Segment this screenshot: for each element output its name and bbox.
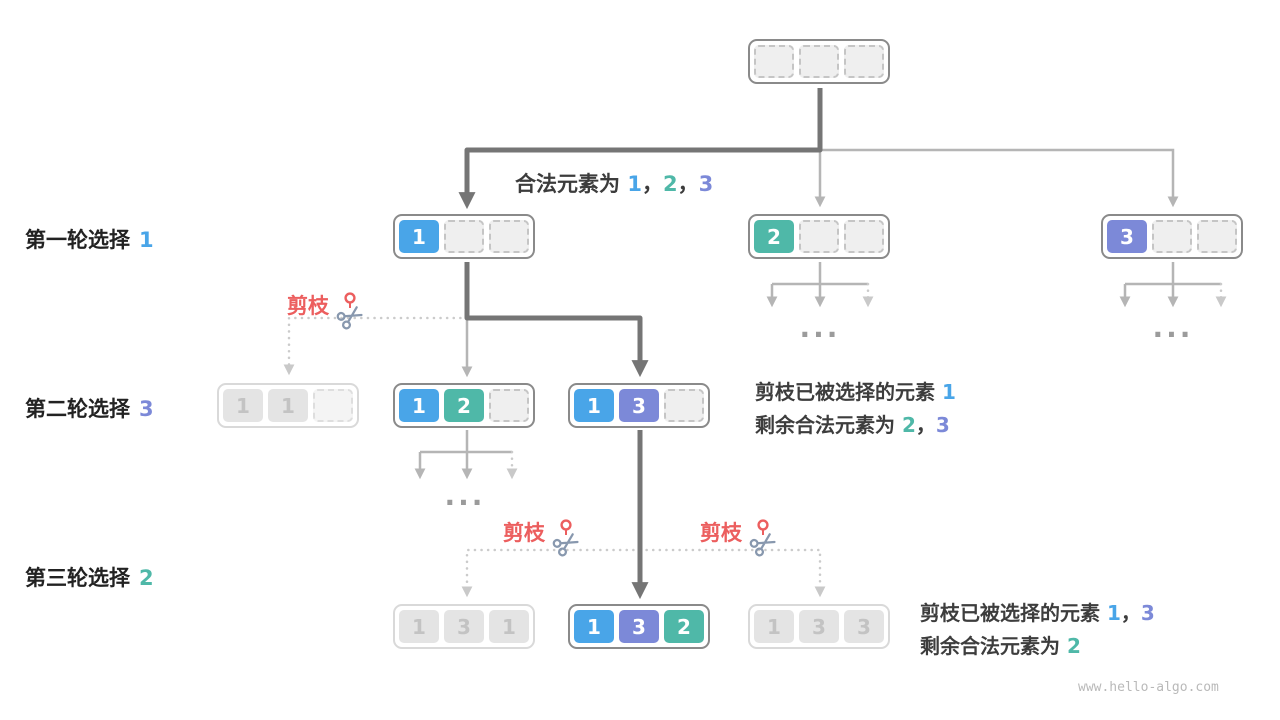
prune-callout-round3-right: 剪枝 <box>700 517 796 563</box>
prune-callout-round3-left: 剪枝 <box>503 517 599 563</box>
watermark: www.hello-algo.com <box>1078 680 1219 695</box>
node-3: 3 <box>1101 214 1243 259</box>
node-1-1-pruned: 1 1 <box>217 383 359 428</box>
pin-icon <box>344 292 356 308</box>
slot-value: 1 <box>399 220 439 253</box>
note-text: 剩余合法元素为 <box>920 634 1060 658</box>
node-1: 1 <box>393 214 535 259</box>
note-comma: ， <box>915 413 936 437</box>
slot-empty <box>844 45 884 78</box>
pin-icon <box>560 519 572 535</box>
slot-value: 3 <box>619 610 659 643</box>
note-comma: ， <box>1120 601 1141 625</box>
slot-empty <box>754 45 794 78</box>
round1-label-text: 第一轮选择 <box>25 228 130 252</box>
slot-empty <box>664 389 704 422</box>
round2-label-value: 3 <box>139 397 154 421</box>
prune-callout-round2: 剪枝 <box>287 290 383 336</box>
slot-empty <box>799 45 839 78</box>
prune-label: 剪枝 <box>503 521 545 545</box>
note-num: 1 <box>941 380 956 404</box>
ellipsis-under-node12: ... <box>444 479 486 512</box>
note-text: 剪枝已被选择的元素 <box>755 380 935 404</box>
slot-empty <box>313 389 353 422</box>
slot-empty <box>489 220 529 253</box>
slot-value: 2 <box>754 220 794 253</box>
slot-empty <box>444 220 484 253</box>
slot-value: 3 <box>619 389 659 422</box>
node-1-3: 1 3 <box>568 383 710 428</box>
slot-empty <box>1197 220 1237 253</box>
note-text: 剩余合法元素为 <box>755 413 895 437</box>
slot-value-pruned: 1 <box>399 610 439 643</box>
scissors-icon <box>749 533 776 557</box>
slot-value-pruned: 1 <box>268 389 308 422</box>
slot-empty <box>489 389 529 422</box>
pin-icon <box>757 519 769 535</box>
node-1-3-2: 1 3 2 <box>568 604 710 649</box>
ellipsis-under-node3: ... <box>1152 311 1194 344</box>
note-num: 2 <box>901 413 916 437</box>
prune-label: 剪枝 <box>287 294 329 318</box>
slot-value-pruned: 3 <box>444 610 484 643</box>
slot-empty <box>844 220 884 253</box>
scissors-icon <box>552 533 579 557</box>
prune-label: 剪枝 <box>700 521 742 545</box>
slot-value: 2 <box>444 389 484 422</box>
note-num: 3 <box>1140 601 1155 625</box>
node-2: 2 <box>748 214 890 259</box>
slot-value: 3 <box>1107 220 1147 253</box>
round3-label: 第三轮选择 2 <box>25 562 154 592</box>
slot-value-pruned: 1 <box>754 610 794 643</box>
node-1-3-1-pruned: 1 3 1 <box>393 604 535 649</box>
legend-num-2: 2 <box>662 172 678 196</box>
note-round2-line2: 剩余合法元素为 2，3 <box>755 409 950 438</box>
note-text: 剪枝已被选择的元素 <box>920 601 1100 625</box>
slot-value-pruned: 3 <box>799 610 839 643</box>
slot-empty <box>799 220 839 253</box>
legend-num-1: 1 <box>627 172 642 196</box>
scissors-icon <box>336 306 363 330</box>
note-num: 1 <box>1106 601 1121 625</box>
slot-value: 1 <box>574 389 614 422</box>
ellipsis-under-node2: ... <box>799 311 841 344</box>
note-num: 2 <box>1066 634 1081 658</box>
connector-root-to-node3 <box>820 148 1179 208</box>
slot-value: 1 <box>574 610 614 643</box>
note-num: 3 <box>935 413 950 437</box>
node-root <box>748 39 890 84</box>
slot-value: 2 <box>664 610 704 643</box>
legend-prefix: 合法元素为 <box>515 172 620 196</box>
node-1-3-3-pruned: 1 3 3 <box>748 604 890 649</box>
note-round2-line1: 剪枝已被选择的元素 1 <box>755 376 956 405</box>
node-1-2: 1 2 <box>393 383 535 428</box>
note-round3-line1: 剪枝已被选择的元素 1，3 <box>920 597 1155 626</box>
connector-node1-to-node13 <box>464 262 649 378</box>
round1-label-value: 1 <box>139 228 154 252</box>
round2-label-text: 第二轮选择 <box>25 397 130 421</box>
round3-label-text: 第三轮选择 <box>25 566 130 590</box>
legend-num-3: 3 <box>698 172 714 196</box>
slot-value: 1 <box>399 389 439 422</box>
round1-label: 第一轮选择 1 <box>25 224 154 254</box>
slot-value-pruned: 1 <box>489 610 529 643</box>
slot-value-pruned: 1 <box>223 389 263 422</box>
round3-label-value: 2 <box>139 566 154 590</box>
legal-elements-legend: 合法元素为 1，2，3 <box>515 168 713 198</box>
note-round3-line2: 剩余合法元素为 2 <box>920 630 1081 659</box>
legend-comma-2: ， <box>677 172 699 196</box>
slot-empty <box>1152 220 1192 253</box>
legend-comma-1: ， <box>641 172 663 196</box>
round2-label: 第二轮选择 3 <box>25 393 154 423</box>
slot-value-pruned: 3 <box>844 610 884 643</box>
